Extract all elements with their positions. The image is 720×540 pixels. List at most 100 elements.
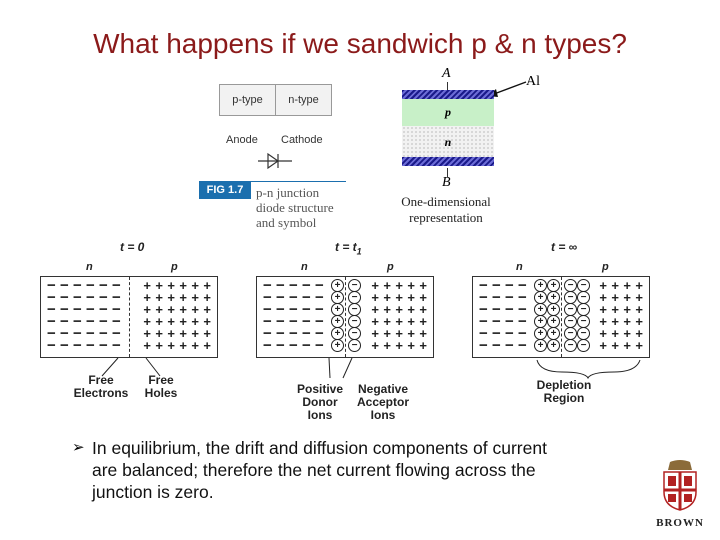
hole-plus: + [155, 326, 163, 341]
electron-minus: − [263, 277, 272, 294]
panel-t0: −−−−−−++++++−−−−−−++++++−−−−−−++++++−−−−… [40, 276, 218, 358]
hole-plus: + [407, 278, 415, 293]
electron-minus: − [60, 325, 69, 342]
hole-plus: + [191, 326, 199, 341]
electron-minus: − [302, 289, 311, 306]
electron-minus: − [276, 313, 285, 330]
electron-minus: − [86, 325, 95, 342]
hole-plus: + [143, 290, 151, 305]
callout-line: Positive [296, 382, 344, 396]
hole-plus: + [611, 338, 619, 353]
electron-minus: − [302, 337, 311, 354]
hole-plus: + [371, 278, 379, 293]
electron-minus: − [276, 277, 285, 294]
hole-plus: + [167, 290, 175, 305]
callout-line: Free [88, 373, 114, 387]
callout-line: Free [148, 373, 174, 387]
panel-1-time: t = 0 [120, 240, 145, 254]
hole-plus: + [395, 290, 403, 305]
electron-minus: − [302, 313, 311, 330]
electron-minus: − [73, 337, 82, 354]
depletion-region-label: Depletion Region [530, 379, 598, 405]
hole-plus: + [599, 314, 607, 329]
hole-plus: + [407, 290, 415, 305]
p-region-label: p [445, 105, 451, 119]
hole-plus: + [179, 278, 187, 293]
bullet-text: In equilibrium, the drift and diffusion … [92, 437, 652, 503]
hole-plus: + [203, 278, 211, 293]
slide-title: What happens if we sandwich p & n types? [93, 28, 627, 59]
electron-minus: − [263, 313, 272, 330]
hole-plus: + [395, 302, 403, 317]
terminal-a-lead [447, 82, 448, 91]
figure-badge: FIG 1.7 [199, 181, 251, 199]
electron-minus: − [289, 325, 298, 342]
hole-plus: + [599, 338, 607, 353]
electron-minus: − [505, 277, 514, 294]
panel-2-time-text: t = t [335, 240, 357, 254]
hole-plus: + [611, 326, 619, 341]
electron-minus: − [73, 301, 82, 318]
bullet-arrow-icon: ➢ [72, 439, 85, 456]
electron-minus: − [47, 277, 56, 294]
electron-minus: − [479, 289, 488, 306]
bullet-line: junction is zero. [92, 482, 214, 502]
panel-2-time-sub: 1 [356, 246, 362, 257]
electron-minus: − [60, 289, 69, 306]
anode-label: Anode [226, 134, 258, 146]
caption-line: and symbol [256, 215, 317, 230]
hole-plus: + [383, 338, 391, 353]
hole-plus: + [155, 338, 163, 353]
hole-plus: + [191, 302, 199, 317]
electron-minus: − [112, 337, 121, 354]
callout-line: Acceptor [356, 395, 409, 409]
brown-logo: BROWN [652, 460, 708, 530]
electron-minus: − [518, 277, 527, 294]
panel-3-p: p [602, 261, 609, 273]
panel-3-time: t = ∞ [551, 240, 578, 254]
hole-plus: + [191, 338, 199, 353]
hole-plus: + [599, 278, 607, 293]
hole-plus: + [407, 338, 415, 353]
hole-plus: + [191, 290, 199, 305]
hole-plus: + [599, 326, 607, 341]
electron-minus: − [73, 313, 82, 330]
acceptor-ion: − [564, 339, 577, 352]
hole-plus: + [611, 278, 619, 293]
ptype-label: p-type [220, 85, 275, 115]
p-region: p [402, 99, 494, 126]
caption-line: diode structure [256, 200, 334, 215]
electron-minus: − [86, 277, 95, 294]
caption-line: representation [409, 210, 483, 225]
hole-plus: + [407, 302, 415, 317]
hole-plus: + [383, 326, 391, 341]
hole-plus: + [155, 302, 163, 317]
electron-minus: − [479, 301, 488, 318]
electron-minus: − [47, 289, 56, 306]
hole-plus: + [395, 314, 403, 329]
electron-minus: − [276, 325, 285, 342]
hole-plus: + [599, 290, 607, 305]
callout-arrows-icon [101, 357, 641, 380]
hole-plus: + [623, 314, 631, 329]
electron-minus: − [73, 325, 82, 342]
callout-line: Electrons [73, 386, 129, 400]
cathode-label: Cathode [281, 134, 323, 146]
electron-minus: − [60, 301, 69, 318]
electron-minus: − [112, 301, 121, 318]
electron-minus: − [263, 325, 272, 342]
electron-minus: − [479, 325, 488, 342]
electron-minus: − [315, 313, 324, 330]
electron-minus: − [276, 301, 285, 318]
electron-minus: − [60, 313, 69, 330]
n-region-label: n [444, 135, 452, 149]
electron-minus: − [289, 337, 298, 354]
hole-plus: + [635, 290, 643, 305]
hole-plus: + [419, 302, 427, 317]
hole-plus: + [419, 314, 427, 329]
electron-minus: − [60, 277, 69, 294]
donor-ion: + [534, 339, 547, 352]
figure-rule [250, 181, 346, 182]
hole-plus: + [371, 290, 379, 305]
hole-plus: + [395, 326, 403, 341]
